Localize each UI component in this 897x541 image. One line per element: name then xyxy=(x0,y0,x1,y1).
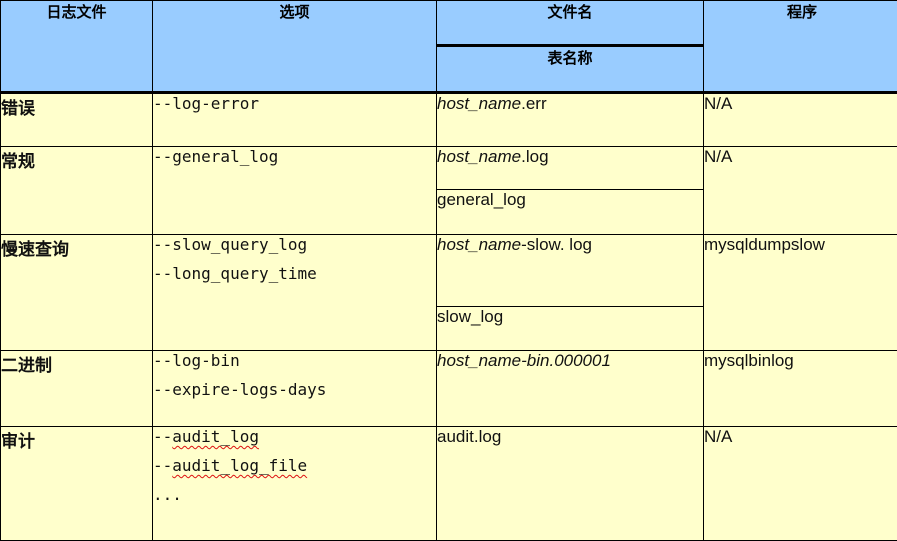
host-name-text: host_name xyxy=(437,235,522,254)
option-line-squiggle: audit_log_file xyxy=(172,456,308,475)
file-name-cell: audit.log xyxy=(436,426,704,541)
table-row-slow-query: 慢速查询 --slow_query_log --long_query_time … xyxy=(0,234,897,351)
file-suffix-text: -slow. log xyxy=(521,235,592,254)
table-row-binary: 二进制 --log-bin --expire-logs-days host_na… xyxy=(0,350,897,427)
program-cell: mysqlbinlog xyxy=(703,350,897,427)
file-suffix-text: -bin.000001 xyxy=(521,351,611,370)
option-line: --log-error xyxy=(153,94,259,113)
option-line: --audit_log_file xyxy=(153,456,308,475)
log-type-name: 慢速查询 xyxy=(0,234,153,351)
file-name-cell: host_name.log xyxy=(436,146,704,190)
log-type-name: 错误 xyxy=(0,92,153,147)
file-suffix-text: .err xyxy=(521,94,547,113)
option-line: --expire-logs-days xyxy=(153,380,327,399)
header-table-name: 表名称 xyxy=(436,45,704,94)
log-type-name: 常规 xyxy=(0,146,153,235)
file-suffix-text: .log xyxy=(521,147,549,166)
table-name-cell: general_log xyxy=(436,189,704,235)
program-cell: N/A xyxy=(703,426,897,541)
table-row-general-table: general_log xyxy=(1,189,897,235)
option-line-ellipsis: ... xyxy=(153,485,182,504)
host-name-text: host_name xyxy=(437,351,522,370)
host-name-text: host_name xyxy=(437,147,522,166)
program-cell: N/A xyxy=(703,92,897,147)
program-cell: mysqldumpslow xyxy=(703,234,897,351)
table-row-general: 常规 --general_log host_name.log N/A xyxy=(0,146,897,235)
header-option: 选项 xyxy=(152,0,437,94)
file-name-cell: host_name-bin.000001 xyxy=(436,350,704,427)
option-line: --long_query_time xyxy=(153,264,317,283)
option-cell: --log-bin --expire-logs-days xyxy=(152,350,437,427)
option-cell: --slow_query_log --long_query_time xyxy=(152,234,437,351)
host-name-text: host_name xyxy=(437,94,522,113)
option-line: --slow_query_log xyxy=(153,235,308,254)
program-cell: N/A xyxy=(703,146,897,235)
header-program: 程序 xyxy=(703,0,897,94)
file-suffix-text: audit.log xyxy=(437,427,502,446)
log-type-name: 二进制 xyxy=(0,350,153,427)
option-cell: --general_log xyxy=(152,146,437,235)
option-line-squiggle: audit_log xyxy=(172,427,259,446)
header-log-file: 日志文件 xyxy=(0,0,153,94)
file-name-cell: host_name.err xyxy=(436,92,704,147)
option-line: --log-bin xyxy=(153,351,240,370)
option-line: --audit_log xyxy=(153,427,259,446)
log-type-name: 审计 xyxy=(0,426,153,541)
file-name-cell: host_name-slow. log xyxy=(436,234,704,307)
option-cell: --log-error xyxy=(152,92,437,147)
table-row-audit: 审计 --audit_log --audit_log_file ... audi… xyxy=(0,426,897,541)
table-row-error: 错误 --log-error host_name.err N/A xyxy=(0,92,897,147)
option-line: --general_log xyxy=(153,147,279,166)
header-file-name: 文件名 xyxy=(436,0,704,47)
table-name-cell: slow_log xyxy=(436,306,704,351)
table-row-slow-query-table: slow_log xyxy=(1,306,897,351)
option-cell: --audit_log --audit_log_file ... xyxy=(152,426,437,541)
